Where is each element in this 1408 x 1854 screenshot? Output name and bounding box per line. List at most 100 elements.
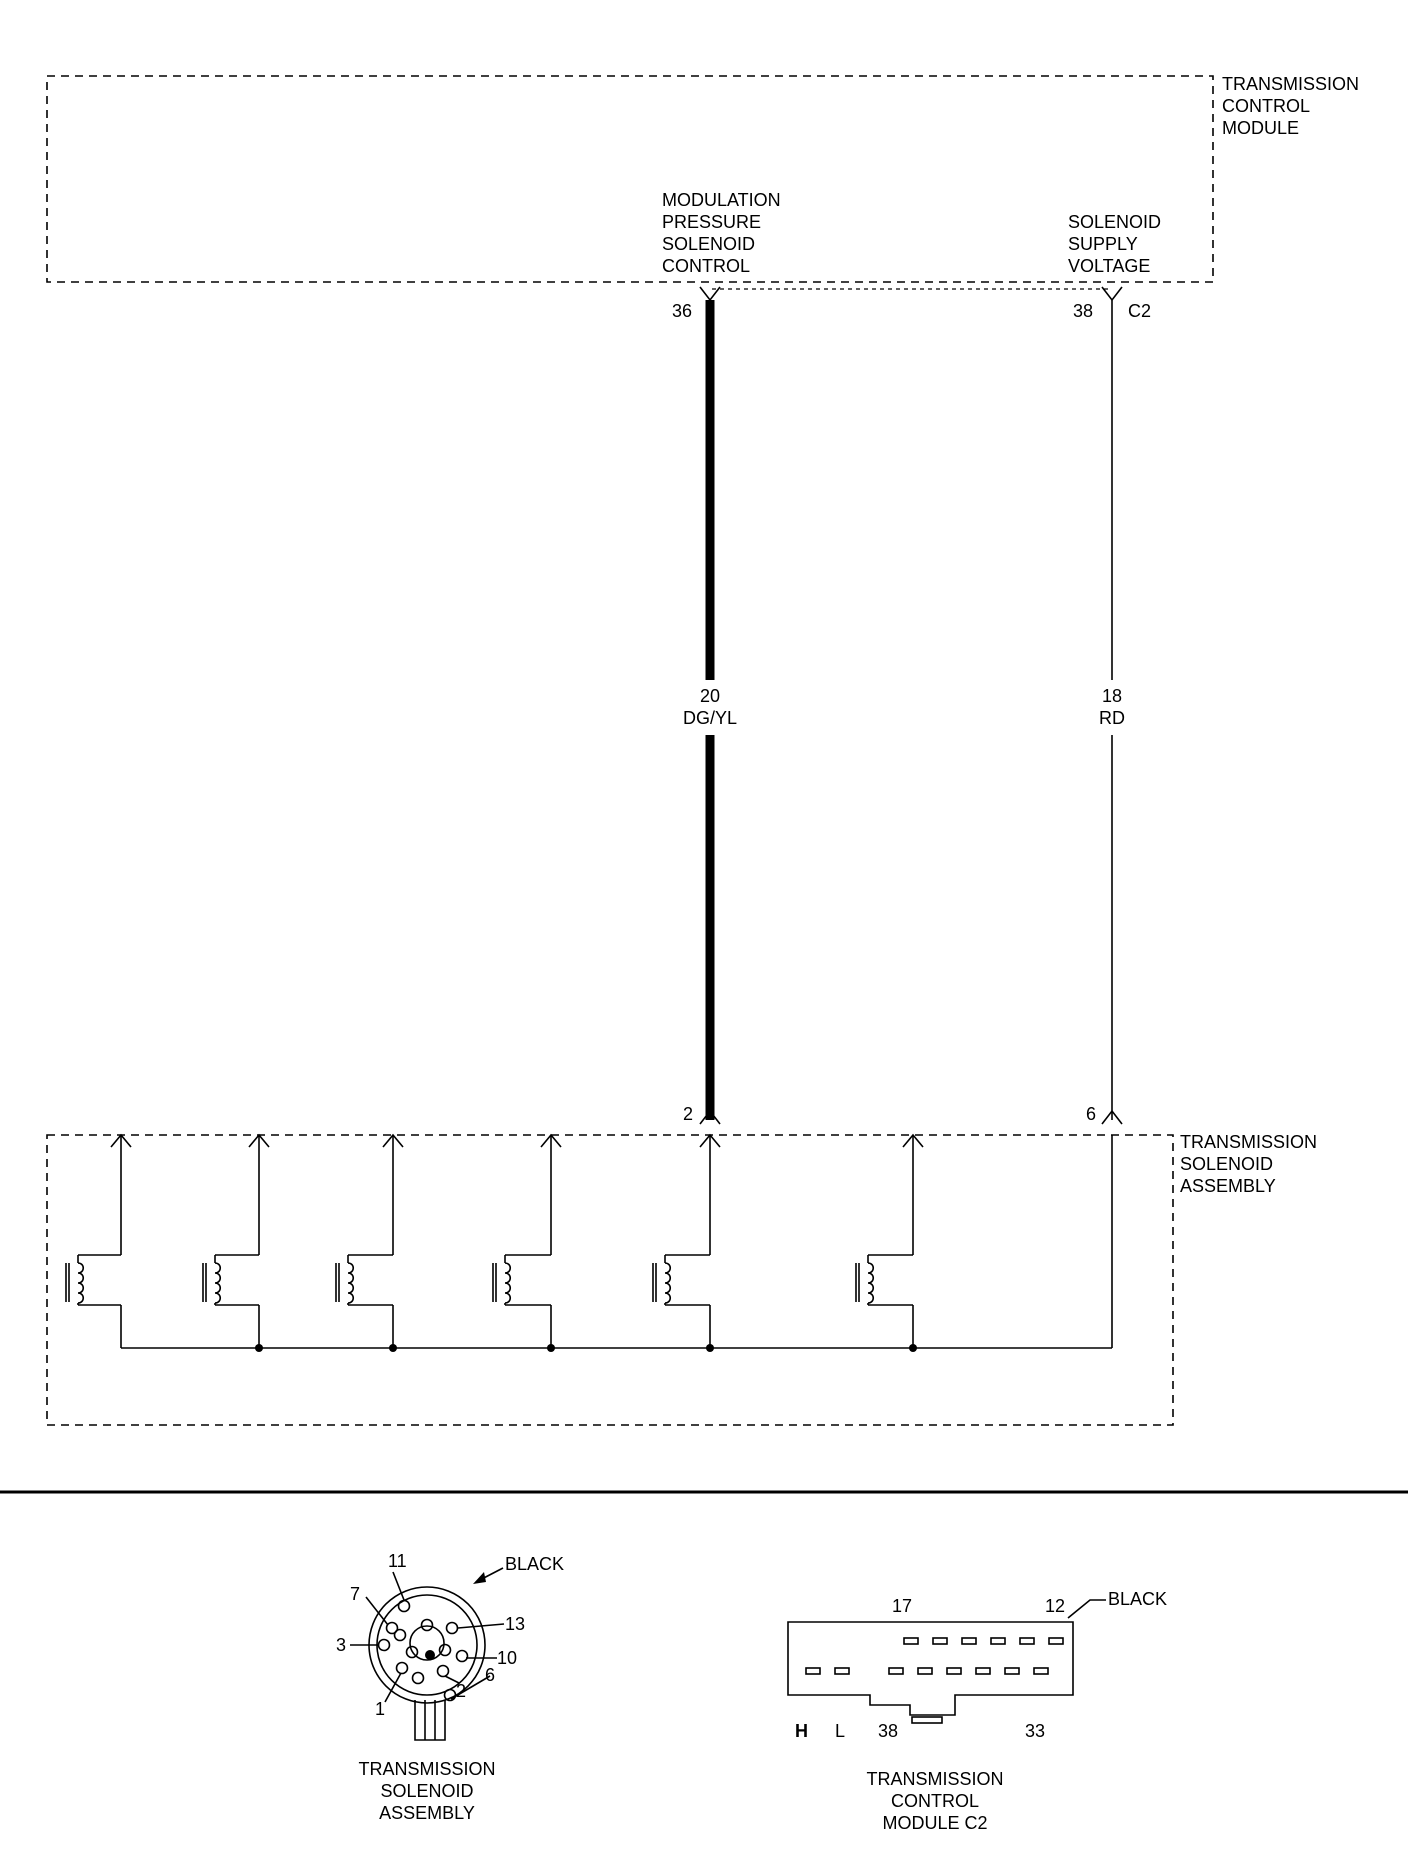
rect-caption-line1: TRANSMISSION xyxy=(866,1769,1003,1789)
rect-pin-cavity-top xyxy=(961,1637,977,1645)
rect-top-label-12: 12 xyxy=(1045,1596,1065,1616)
tcm-pin-36-terminal xyxy=(699,286,721,302)
rect-bottom-label-h: H xyxy=(795,1721,808,1741)
solenoid-3 xyxy=(335,1133,404,1352)
rect-pin-cavity-bottom xyxy=(805,1667,821,1675)
rect-connector-view: 17 12 BLACK H L 38 33 TRANSMISSION CONTR… xyxy=(787,1589,1167,1833)
tsa-title: TRANSMISSION SOLENOID ASSEMBLY xyxy=(1180,1132,1317,1196)
rect-pin-cavity-bottom xyxy=(888,1667,904,1675)
tsa-title-line2: SOLENOID xyxy=(1180,1154,1273,1174)
round-connector-key xyxy=(409,1625,445,1661)
rect-connector-pins xyxy=(805,1637,1064,1675)
round-pin-label-1: 1 xyxy=(375,1699,385,1719)
solenoid-2-core xyxy=(202,1263,207,1302)
solenoid-5-winding xyxy=(664,1262,672,1304)
round-pin-label-10: 10 xyxy=(497,1648,517,1668)
round-pin-leader xyxy=(450,1675,491,1700)
round-pin-leader xyxy=(457,1623,505,1629)
solenoid-5 xyxy=(652,1133,721,1352)
round-connector-tab xyxy=(414,1700,446,1741)
round-pin-cavity xyxy=(385,1621,399,1635)
rect-bottom-label-33: 33 xyxy=(1025,1721,1045,1741)
rect-pin-cavity-bottom xyxy=(834,1667,850,1675)
rect-pin-cavity-top xyxy=(1019,1637,1035,1645)
solenoid-3-core xyxy=(335,1263,340,1302)
rect-black-leader xyxy=(1067,1599,1106,1619)
supply-label-line3: VOLTAGE xyxy=(1068,256,1150,276)
round-pin-label-7: 7 xyxy=(350,1584,360,1604)
round-black-arrow xyxy=(473,1572,486,1584)
round-pin-label-6: 6 xyxy=(485,1665,495,1685)
rect-caption-line2: CONTROL xyxy=(891,1791,979,1811)
round-pin-cavity xyxy=(438,1643,452,1657)
tsa-pin-2-num: 2 xyxy=(683,1104,693,1124)
round-pin-cavity xyxy=(393,1628,407,1642)
round-pin-label-13: 13 xyxy=(505,1614,525,1634)
round-connector-inner xyxy=(376,1594,478,1696)
solenoid-1-winding xyxy=(77,1262,85,1304)
round-pin-leader xyxy=(392,1571,405,1601)
rect-caption-line3: MODULE C2 xyxy=(882,1813,987,1833)
solenoid-2 xyxy=(202,1133,270,1352)
round-pin-cavity xyxy=(395,1661,409,1675)
mod-label-line2: PRESSURE xyxy=(662,212,761,232)
tcm-title-line1: TRANSMISSION xyxy=(1222,74,1359,94)
rect-pin-cavity-top xyxy=(1048,1637,1064,1645)
rect-pin-cavity-bottom xyxy=(946,1667,962,1675)
round-caption-line2: SOLENOID xyxy=(380,1781,473,1801)
round-pin-cavity xyxy=(397,1599,411,1613)
rect-top-label-17: 17 xyxy=(892,1596,912,1616)
solenoid-6-core xyxy=(855,1263,860,1302)
mod-label-line4: CONTROL xyxy=(662,256,750,276)
rect-connector-latch xyxy=(911,1716,943,1724)
mod-label-line1: MODULATION xyxy=(662,190,781,210)
tcm-title-line3: MODULE xyxy=(1222,118,1299,138)
round-pin-cavity xyxy=(455,1649,469,1663)
tsa-pin-2-terminal xyxy=(699,1109,721,1125)
rect-pin-cavity-top xyxy=(903,1637,919,1645)
wire-mod-gauge: 20 xyxy=(700,686,720,706)
solenoid-6-winding xyxy=(867,1262,875,1304)
round-pin-cavity xyxy=(411,1671,425,1685)
solenoid-6 xyxy=(855,1133,924,1352)
rect-pin-cavity-top xyxy=(932,1637,948,1645)
tcm-pin-38-num: 38 xyxy=(1073,301,1093,321)
tsa-pin-6-terminal xyxy=(1101,1109,1123,1125)
solenoid-group xyxy=(65,1133,924,1352)
round-pin-cavity xyxy=(420,1618,434,1632)
tcm-box xyxy=(46,75,1214,283)
round-pin-cavity xyxy=(445,1621,459,1635)
round-pin-cavity xyxy=(443,1688,457,1702)
tcm-connector-id: C2 xyxy=(1128,301,1151,321)
wire-supply-gauge: 18 xyxy=(1102,686,1122,706)
round-connector-color: BLACK xyxy=(505,1554,564,1574)
round-pin-leader xyxy=(444,1675,460,1684)
rect-connector-color: BLACK xyxy=(1108,1589,1167,1609)
solenoid-4 xyxy=(492,1133,562,1352)
rect-pin-cavity-bottom xyxy=(975,1667,991,1675)
round-pin-label-11: 11 xyxy=(388,1551,407,1571)
tsa-box xyxy=(46,1134,1174,1426)
round-caption-line3: ASSEMBLY xyxy=(379,1803,475,1823)
rect-pin-cavity-bottom xyxy=(1033,1667,1049,1675)
mod-label-line3: SOLENOID xyxy=(662,234,755,254)
solenoid-2-winding xyxy=(214,1262,222,1304)
round-connector-view: BLACK 11 7 3 1 2 6 10 13 TRANSMISSION SO… xyxy=(336,1551,564,1823)
rect-connector-body xyxy=(787,1621,1074,1716)
rect-bottom-label-38: 38 xyxy=(878,1721,898,1741)
tsa-title-line1: TRANSMISSION xyxy=(1180,1132,1317,1152)
supply-label-line1: SOLENOID xyxy=(1068,212,1161,232)
round-connector-pins xyxy=(350,1571,505,1703)
supply-label-line2: SUPPLY xyxy=(1068,234,1138,254)
tcm-title: TRANSMISSION CONTROL MODULE xyxy=(1222,74,1359,138)
round-pin-cavity xyxy=(405,1645,419,1659)
round-pin-label-3: 3 xyxy=(336,1635,346,1655)
solenoid-4-winding xyxy=(504,1262,512,1304)
tcm-pin-36-num: 36 xyxy=(672,301,692,321)
solenoid-5-core xyxy=(652,1263,657,1302)
tsa-pin-6-num: 6 xyxy=(1086,1104,1096,1124)
tsa-title-line3: ASSEMBLY xyxy=(1180,1176,1276,1196)
solenoid-1-core xyxy=(65,1263,70,1302)
solenoid-1 xyxy=(65,1133,132,1348)
